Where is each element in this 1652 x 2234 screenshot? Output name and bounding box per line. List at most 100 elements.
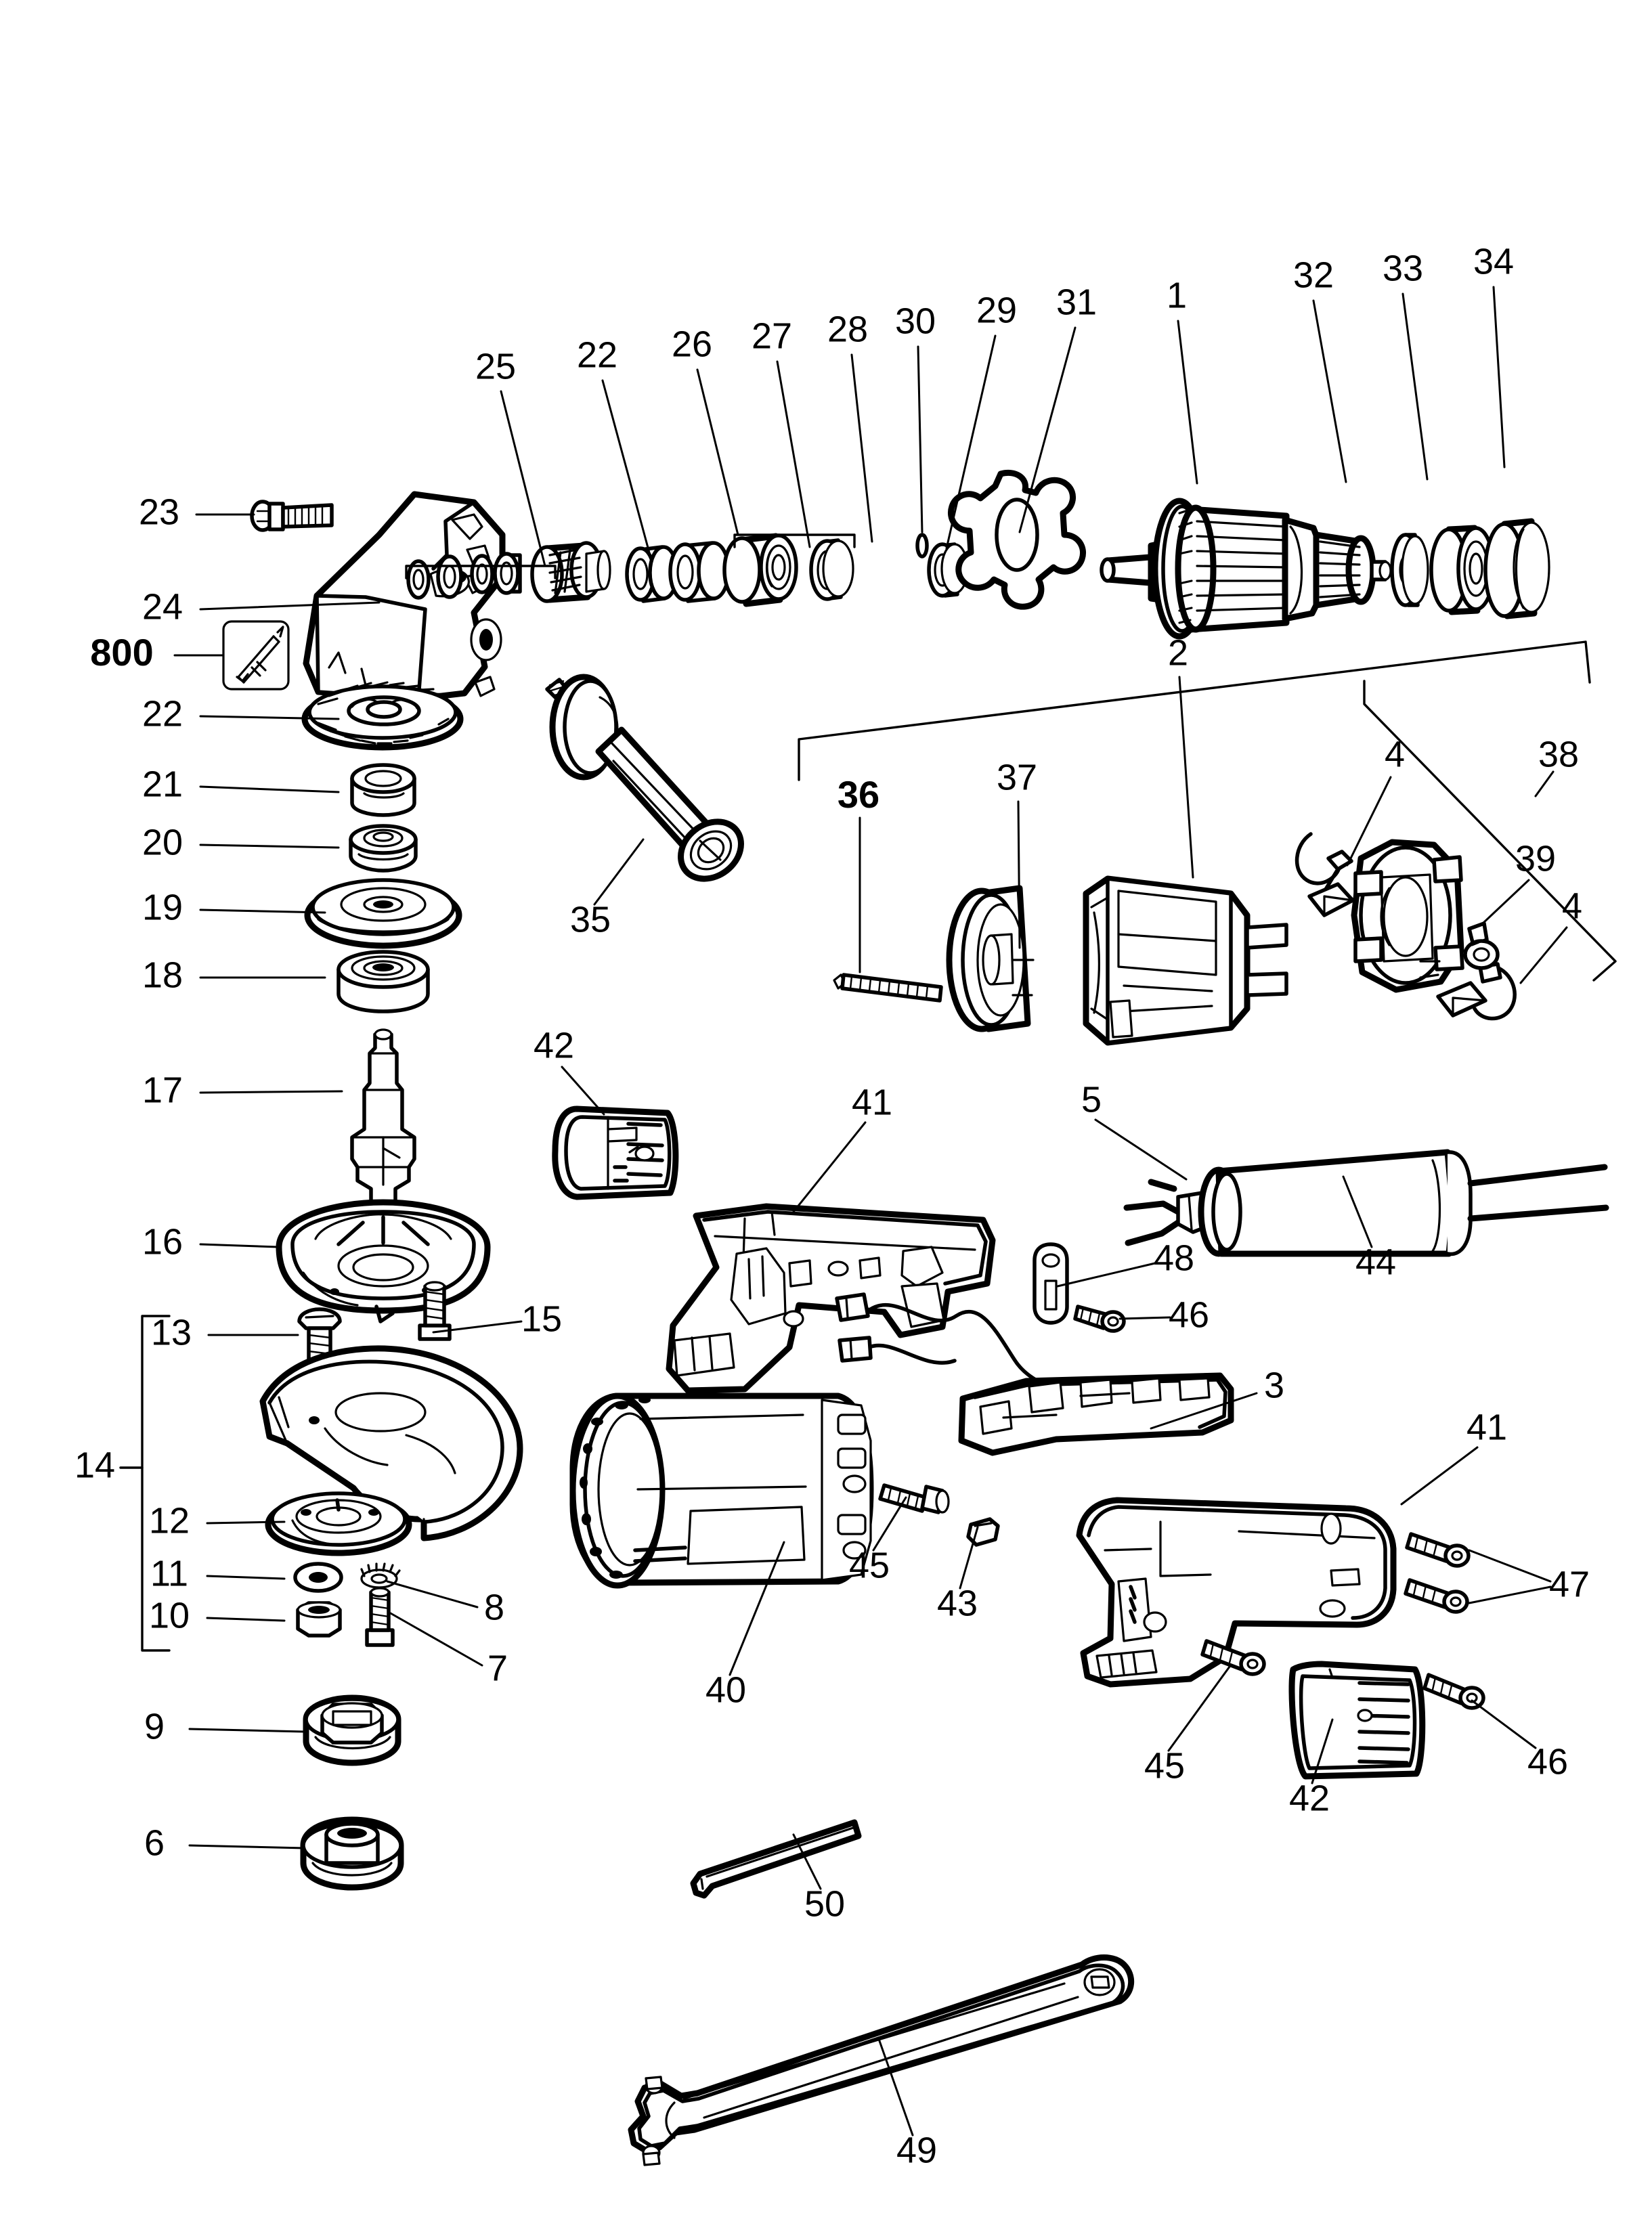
callout-label-23[interactable]: 23 <box>139 491 179 532</box>
callout-label-34[interactable]: 34 <box>1473 241 1514 282</box>
leader-line-2 <box>1178 676 1194 879</box>
callout-label-36[interactable]: 36 <box>838 773 879 816</box>
leader-line-21 <box>199 785 340 793</box>
leader-line-12 <box>206 1520 286 1525</box>
callout-label-45[interactable]: 45 <box>1144 1745 1185 1786</box>
part-26-spacer-set <box>625 541 731 603</box>
callout-label-7[interactable]: 7 <box>487 1648 508 1688</box>
callout-label-14[interactable]: 14 <box>74 1445 115 1485</box>
part-1-armature <box>1100 498 1392 640</box>
bracket-38 <box>1363 680 1617 982</box>
callout-label-29[interactable]: 29 <box>976 290 1017 330</box>
leader-line-24 <box>199 601 381 611</box>
leader-line-4 <box>1519 926 1568 984</box>
callout-label-28[interactable]: 28 <box>827 309 868 349</box>
callout-label-41[interactable]: 41 <box>1466 1407 1507 1447</box>
callout-label-800[interactable]: 800 <box>90 631 153 674</box>
part-27-ball-bearing <box>722 533 798 607</box>
leader-line-16 <box>199 1243 279 1248</box>
callout-label-50[interactable]: 50 <box>804 1883 845 1924</box>
callout-label-49[interactable]: 49 <box>896 2130 937 2170</box>
part-21-bushing <box>350 763 416 817</box>
leader-line-22 <box>199 715 340 720</box>
part-7-screw <box>365 1587 395 1647</box>
part-19-bearing-flange <box>304 878 462 949</box>
callout-label-47[interactable]: 47 <box>1549 1564 1590 1604</box>
callout-label-21[interactable]: 21 <box>142 764 183 804</box>
callout-label-13[interactable]: 13 <box>151 1312 192 1353</box>
callout-label-8[interactable]: 8 <box>484 1587 504 1627</box>
leader-line-26 <box>696 368 739 536</box>
leader-line-49 <box>877 2038 914 2137</box>
leader-line-31 <box>1018 326 1077 533</box>
callout-label-43[interactable]: 43 <box>937 1583 978 1623</box>
callout-label-9[interactable]: 9 <box>144 1706 165 1747</box>
leader-line-15 <box>432 1320 523 1334</box>
callout-label-45[interactable]: 45 <box>849 1545 890 1585</box>
callout-label-44[interactable]: 44 <box>1355 1242 1396 1282</box>
callout-label-25[interactable]: 25 <box>475 346 516 387</box>
callout-label-42[interactable]: 42 <box>534 1025 574 1066</box>
part-39-screw <box>1463 921 1500 970</box>
part-4-brush-upper <box>1295 832 1355 917</box>
wire-harness <box>835 1292 1083 1394</box>
callout-label-4[interactable]: 4 <box>1562 885 1582 926</box>
part-49-spanner-wrench <box>628 1954 1135 2166</box>
leader-line-41 <box>1400 1446 1479 1506</box>
callout-label-19[interactable]: 19 <box>142 887 183 927</box>
callout-label-17[interactable]: 17 <box>142 1070 183 1110</box>
callout-label-39[interactable]: 39 <box>1515 838 1556 879</box>
leader-line-10 <box>206 1617 286 1622</box>
callout-label-26[interactable]: 26 <box>672 324 712 364</box>
leader-line-35 <box>593 838 645 906</box>
leader-line-33 <box>1401 292 1429 481</box>
leader-line-40 <box>729 1541 785 1676</box>
callout-label-5[interactable]: 5 <box>1081 1079 1102 1120</box>
callout-label-40[interactable]: 40 <box>705 1669 746 1710</box>
callout-label-41[interactable]: 41 <box>852 1082 892 1122</box>
callout-label-1[interactable]: 1 <box>1167 275 1187 315</box>
callout-label-35[interactable]: 35 <box>570 899 611 940</box>
part-41-handle-half-upper <box>666 1203 996 1394</box>
callout-label-37[interactable]: 37 <box>997 757 1037 797</box>
callout-label-2[interactable]: 2 <box>1168 632 1188 673</box>
callout-label-3[interactable]: 3 <box>1264 1365 1284 1405</box>
part-20-bearing-retainer <box>349 824 418 873</box>
part-42-end-cap-lower <box>1288 1661 1426 1780</box>
callout-label-20[interactable]: 20 <box>142 822 183 862</box>
callout-label-31[interactable]: 31 <box>1056 282 1097 322</box>
leader-line-37 <box>1017 800 1021 949</box>
callout-label-46[interactable]: 46 <box>1527 1741 1568 1782</box>
callout-label-24[interactable]: 24 <box>142 586 183 627</box>
callout-label-30[interactable]: 30 <box>895 301 936 341</box>
callout-label-18[interactable]: 18 <box>142 955 183 995</box>
callout-label-33[interactable]: 33 <box>1383 248 1423 288</box>
part-18-ball-bearing <box>336 950 430 1013</box>
leader-line-29 <box>945 334 997 550</box>
leader-line-3 <box>1150 1392 1258 1430</box>
leader-line-8 <box>386 1580 479 1608</box>
part-23-screw <box>250 500 334 532</box>
callout-label-42[interactable]: 42 <box>1289 1778 1330 1818</box>
callout-label-22[interactable]: 22 <box>577 334 617 375</box>
callout-label-11[interactable]: 11 <box>150 1553 188 1594</box>
leader-line-19 <box>199 908 326 914</box>
callout-label-12[interactable]: 12 <box>149 1500 190 1541</box>
callout-label-22[interactable]: 22 <box>142 693 183 734</box>
callout-label-32[interactable]: 32 <box>1293 255 1334 295</box>
callout-label-46[interactable]: 46 <box>1169 1294 1209 1335</box>
leader-line-20 <box>199 844 340 849</box>
callout-label-6[interactable]: 6 <box>144 1822 165 1863</box>
part-800-lubricant-icon <box>222 620 290 691</box>
callout-label-10[interactable]: 10 <box>149 1595 190 1636</box>
part-31-baffle-plate <box>948 470 1086 610</box>
callout-label-4[interactable]: 4 <box>1385 734 1405 774</box>
callout-label-27[interactable]: 27 <box>752 315 792 356</box>
callout-label-15[interactable]: 15 <box>521 1298 562 1339</box>
callout-label-38[interactable]: 38 <box>1538 734 1579 774</box>
leader-line-42 <box>1311 1718 1334 1784</box>
part-16-gear-case-cover <box>276 1199 491 1323</box>
callout-label-48[interactable]: 48 <box>1154 1238 1194 1278</box>
part-33-ball-bearing <box>1429 525 1496 615</box>
callout-label-16[interactable]: 16 <box>142 1221 183 1262</box>
